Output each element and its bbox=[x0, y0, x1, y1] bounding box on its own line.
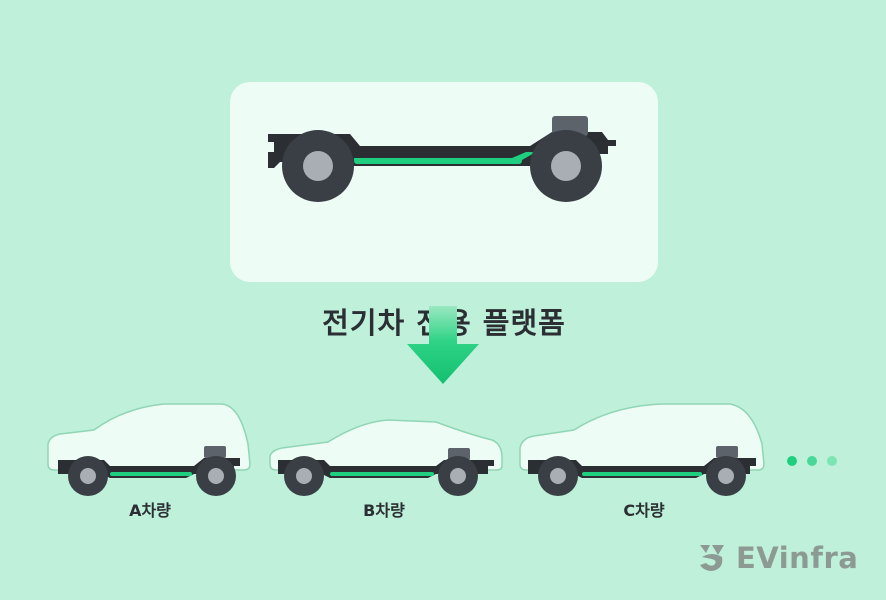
evinfra-logo-icon bbox=[700, 545, 724, 571]
vehicle-b-body bbox=[269, 419, 503, 471]
more-dots-icon bbox=[787, 456, 837, 466]
vehicle-b-label: B차량 bbox=[363, 501, 405, 520]
vehicle-b-illustration bbox=[269, 419, 503, 496]
vehicle-a-illustration bbox=[47, 403, 251, 496]
vehicle-c-illustration bbox=[519, 403, 765, 496]
brand-name: EVinfra bbox=[736, 541, 859, 575]
vehicle-a-body bbox=[47, 403, 251, 471]
wheel-rear bbox=[530, 130, 602, 202]
wheel-front bbox=[282, 130, 354, 202]
brand-logo: EVinfra bbox=[696, 538, 858, 578]
vehicle-c-body bbox=[519, 403, 765, 471]
down-arrow-icon bbox=[407, 306, 479, 384]
vehicle-c-label: C차량 bbox=[623, 501, 665, 520]
vehicle-a-label: A차량 bbox=[129, 501, 171, 520]
platform-card: 전기차 전용 플랫폼 bbox=[230, 82, 658, 340]
platform-chassis-illustration bbox=[268, 116, 616, 202]
